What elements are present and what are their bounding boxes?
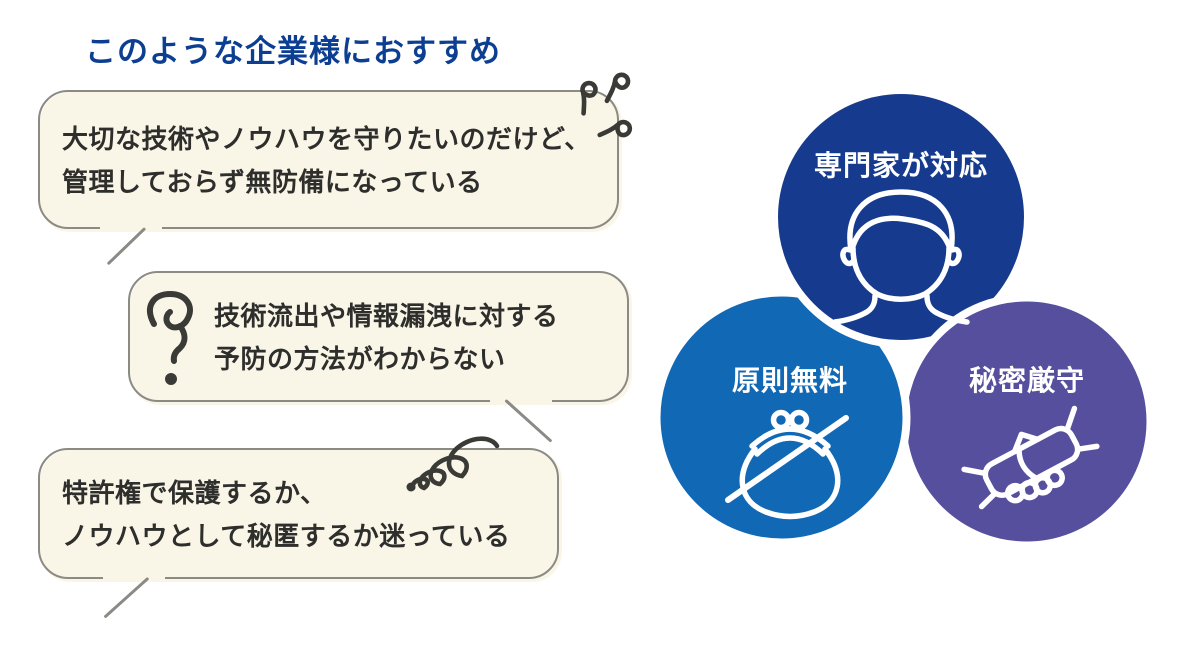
label-free-of-charge: 原則無料 bbox=[732, 365, 848, 396]
label-expert-support: 専門家が対応 bbox=[814, 149, 988, 181]
handshake-icon bbox=[961, 405, 1100, 510]
bubble-3-text: 特許権で保護するか、 ノウハウとして秘匿するか迷っている bbox=[62, 472, 510, 558]
bubble-2-line-1: 技術流出や情報漏洩に対する bbox=[214, 301, 559, 331]
bubble-3-tail-gap bbox=[103, 574, 165, 581]
speech-bubble-3: 特許権で保護するか、 ノウハウとして秘匿するか迷っている bbox=[38, 448, 562, 619]
page-title: このような企業様におすすめ bbox=[85, 34, 501, 69]
bubble-3-line-2: ノウハウとして秘匿するか迷っている bbox=[62, 521, 511, 551]
bubble-2-tail-gap bbox=[490, 397, 552, 404]
bubble-2-line-2: 予防の方法がわからない bbox=[214, 344, 506, 374]
bubble-1-tail-gap bbox=[100, 224, 162, 231]
bubble-2-tail bbox=[504, 399, 553, 443]
no-money-purse-icon bbox=[725, 409, 849, 520]
bubble-2-text: 技術流出や情報漏洩に対する 予防の方法がわからない bbox=[214, 295, 559, 381]
speech-bubble-1: 大切な技術やノウハウを守りたいのだけど、 管理しておらず無防備になっている bbox=[38, 90, 622, 265]
person-icon bbox=[832, 189, 970, 325]
bubble-1-line-2: 管理しておらず無防備になっている bbox=[62, 167, 483, 197]
circle-free-of-charge-overlap bbox=[652, 288, 911, 547]
bubble-3-line-1: 特許権で保護するか、 bbox=[62, 478, 327, 508]
bubble-1-line-1: 大切な技術やノウハウを守りたいのだけど、 bbox=[62, 124, 591, 154]
circle-confidentiality bbox=[898, 293, 1155, 550]
bubble-3-tail bbox=[103, 576, 150, 619]
bubble-1-tail bbox=[106, 227, 146, 265]
benefits-diagram: 専門家が対応 原則無料 秘密厳守 bbox=[652, 86, 1155, 550]
bubble-1-text: 大切な技術やノウハウを守りたいのだけど、 管理しておらず無防備になっている bbox=[62, 118, 591, 204]
label-confidentiality: 秘密厳守 bbox=[969, 364, 1085, 396]
speech-bubble-2: 技術流出や情報漏洩に対する 予防の方法がわからない bbox=[128, 271, 632, 443]
